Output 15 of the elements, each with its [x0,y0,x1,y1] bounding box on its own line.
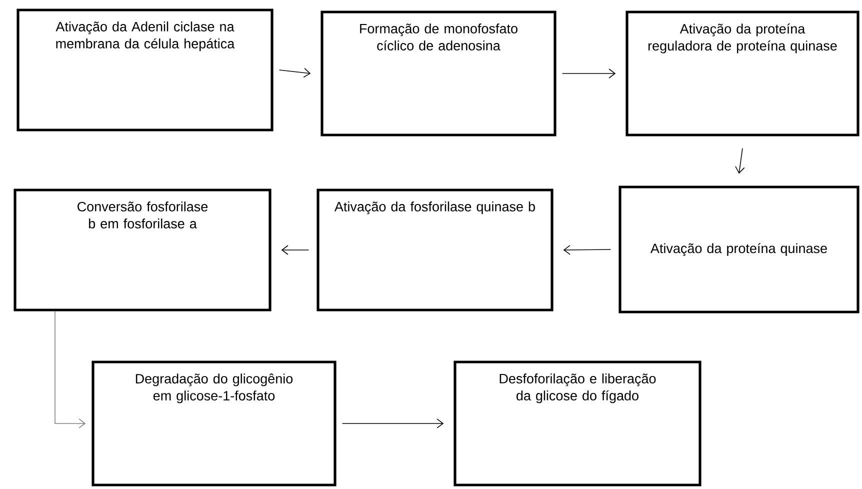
arrow [562,68,616,78]
process-box: Desfoforilação e liberação da glicose do fígado [454,360,702,486]
arrow [563,245,612,255]
arrow [278,68,311,78]
process-box: Ativação da Adenil ciclase na membrana da célula hepática [16,8,274,132]
process-box: Formação de monofosfato cíclico de adenosina [320,10,556,136]
process-box: Ativação da proteína reguladora de proteína quinase [626,10,860,136]
arrow [281,245,310,255]
process-box: Degradação do glicogênio em glicose-1-fosfato [92,360,336,486]
arrow [342,418,444,428]
process-box: Ativação da proteína quinase [618,186,860,314]
process-box: Conversão fosforilase b em fosforilase a [14,188,272,312]
arrow [54,311,86,428]
arrow [735,148,745,174]
process-box: Ativação da fosforilase quinase b [316,188,554,312]
